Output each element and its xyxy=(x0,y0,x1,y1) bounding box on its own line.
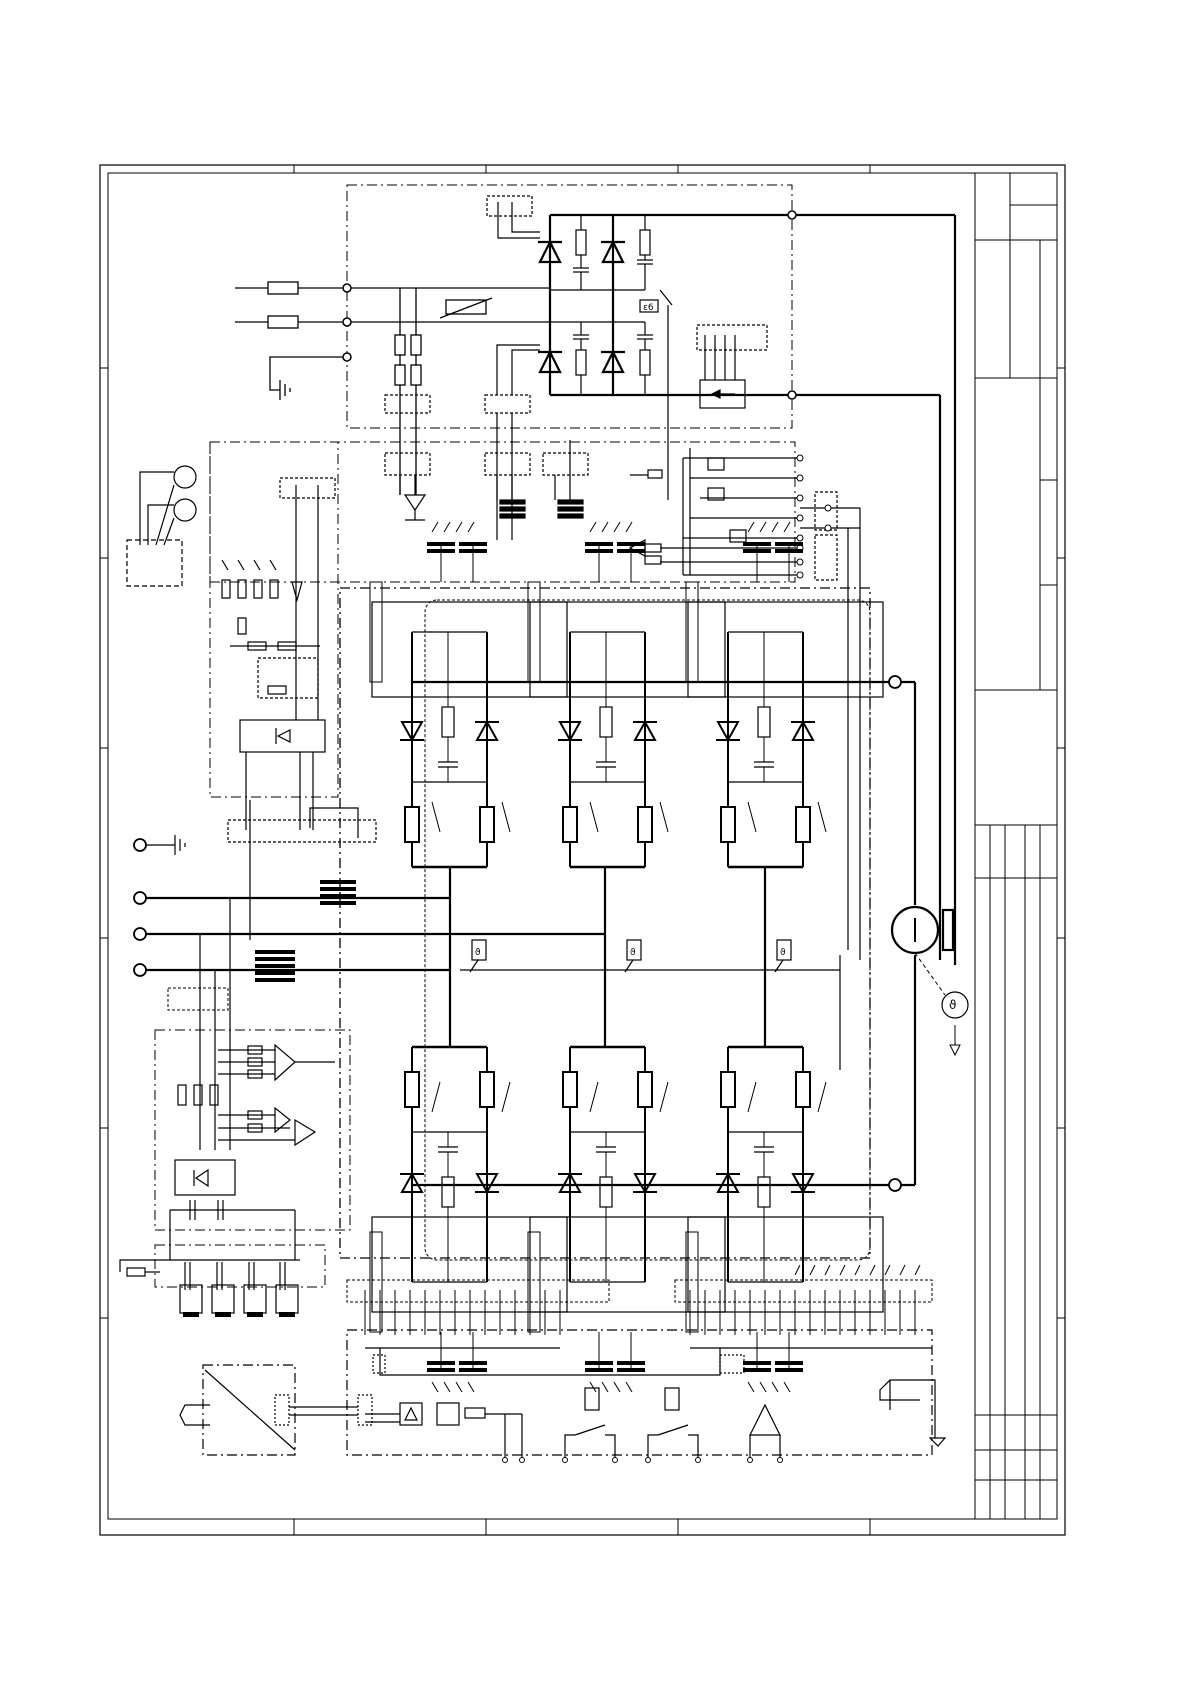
control-block xyxy=(127,440,860,960)
motor: ϑ xyxy=(892,907,968,1055)
auxiliary-supply-block xyxy=(120,988,350,1317)
encoder-symbol: ϑ xyxy=(949,998,956,1012)
supply-lines xyxy=(134,835,605,1150)
relay-mark-2: ϑ xyxy=(630,948,636,958)
relay-mark-e6: ε6 xyxy=(643,303,654,313)
power-stage-block: ϑ ϑ ϑ ϑ xyxy=(340,522,968,1392)
input-rectifier-block: ε6 xyxy=(235,185,955,965)
io-terminal-block xyxy=(180,1265,945,1463)
relay-mark-1: ϑ xyxy=(475,948,481,958)
title-block xyxy=(975,173,1057,1519)
relay-mark-3: ϑ xyxy=(780,948,786,958)
